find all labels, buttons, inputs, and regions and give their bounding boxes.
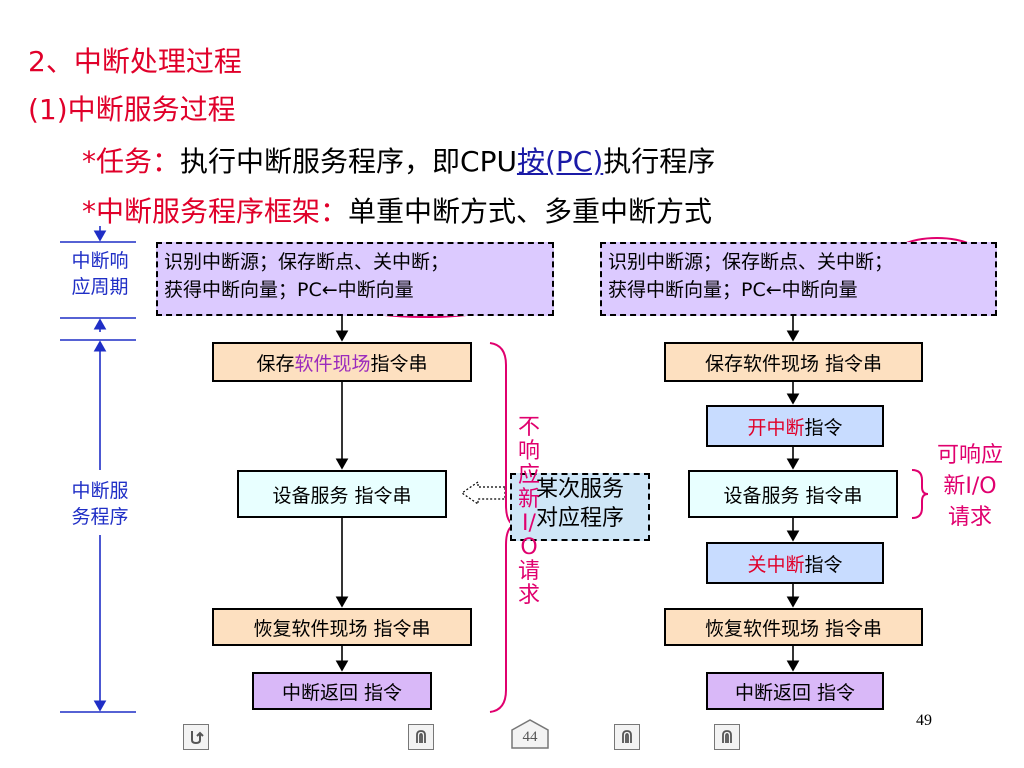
right-entry-line1: 识别中断源；保存断点、关中断； xyxy=(608,251,894,273)
home-icon[interactable] xyxy=(510,718,550,750)
left-entry-line1: 识别中断源；保存断点、关中断； xyxy=(164,251,450,273)
left-save-c: 指令串 xyxy=(370,352,428,375)
service-label-line1: 中断服 xyxy=(71,480,129,502)
response-label-line1: 中断响 xyxy=(71,250,129,272)
response-cycle-label: 中断响 应周期 xyxy=(60,248,140,300)
left-entry-line2: 获得中断向量；PC←中断向量 xyxy=(164,279,414,301)
next-icon[interactable] xyxy=(614,724,640,750)
left-device-box: 设备服务 指令串 xyxy=(237,470,447,518)
no-response-note: 不响应新I/O请求 xyxy=(517,415,540,608)
some-service-line1: 某次服务 xyxy=(535,477,624,502)
right-enable-interrupt-box: 开中断 指令 xyxy=(706,405,884,447)
can-respond-line2: 新I/O xyxy=(943,474,997,499)
prev-icon[interactable] xyxy=(408,724,434,750)
some-service-box: 某次服务 对应程序 xyxy=(510,473,650,541)
service-program-label: 中断服 务程序 xyxy=(58,478,142,530)
nav-page-number: 44 xyxy=(522,729,538,745)
right-device-box: 设备服务 指令串 xyxy=(688,470,898,518)
task-bullet: *任务：执行中断服务程序，即CPU按(PC)执行程序 xyxy=(82,140,715,180)
left-save-a: 保存 xyxy=(256,352,295,375)
left-restore-box: 恢复软件现场 指令串 xyxy=(212,608,472,646)
disable-interrupt-label: 关中断 xyxy=(747,553,805,576)
frame-bullet: *中断服务程序框架：单重中断方式、多重中断方式 xyxy=(82,190,712,230)
right-save-box: 保存软件现场 指令串 xyxy=(664,342,923,382)
can-respond-line3: 请求 xyxy=(947,505,992,530)
left-save-box: 保存软件现场 指令串 xyxy=(212,342,472,382)
task-text-b: 执行程序 xyxy=(603,145,716,178)
some-service-line2: 对应程序 xyxy=(535,506,624,531)
end-icon[interactable] xyxy=(714,724,740,750)
response-label-line2: 应周期 xyxy=(71,276,129,298)
right-restore-box: 恢复软件现场 指令串 xyxy=(664,608,923,646)
frame-label: *中断服务程序框架： xyxy=(82,195,349,228)
section-heading: 2、中断处理过程 xyxy=(28,45,242,78)
page-number: 49 xyxy=(916,712,932,729)
right-return-box: 中断返回 指令 xyxy=(706,672,884,710)
left-return-box: 中断返回 指令 xyxy=(252,672,432,710)
can-respond-note: 可响应 新I/O 请求 xyxy=(930,440,1010,533)
right-disable-interrupt-box: 关中断 指令 xyxy=(706,542,884,584)
subsection-heading: (1)中断服务过程 xyxy=(28,93,236,126)
right-entry-box: 识别中断源；保存断点、关中断； 获得中断向量；PC←中断向量 xyxy=(600,242,997,316)
frame-text: 单重中断方式、多重中断方式 xyxy=(348,195,713,228)
enable-interrupt-label: 开中断 xyxy=(747,416,805,439)
enable-interrupt-suffix: 指令 xyxy=(804,416,843,439)
back-icon[interactable] xyxy=(183,724,209,750)
left-save-b: 软件现场 xyxy=(294,352,371,375)
left-entry-box: 识别中断源；保存断点、关中断； 获得中断向量；PC←中断向量 xyxy=(156,242,554,316)
task-text-a: 执行中断服务程序，即CPU xyxy=(180,145,517,178)
service-label-line2: 务程序 xyxy=(71,506,129,528)
can-respond-line1: 可响应 xyxy=(936,443,1003,468)
disable-interrupt-suffix: 指令 xyxy=(804,553,843,576)
task-link[interactable]: 按(PC) xyxy=(516,145,604,178)
task-label: *任务： xyxy=(82,145,181,178)
right-entry-line2: 获得中断向量；PC←中断向量 xyxy=(608,279,858,301)
